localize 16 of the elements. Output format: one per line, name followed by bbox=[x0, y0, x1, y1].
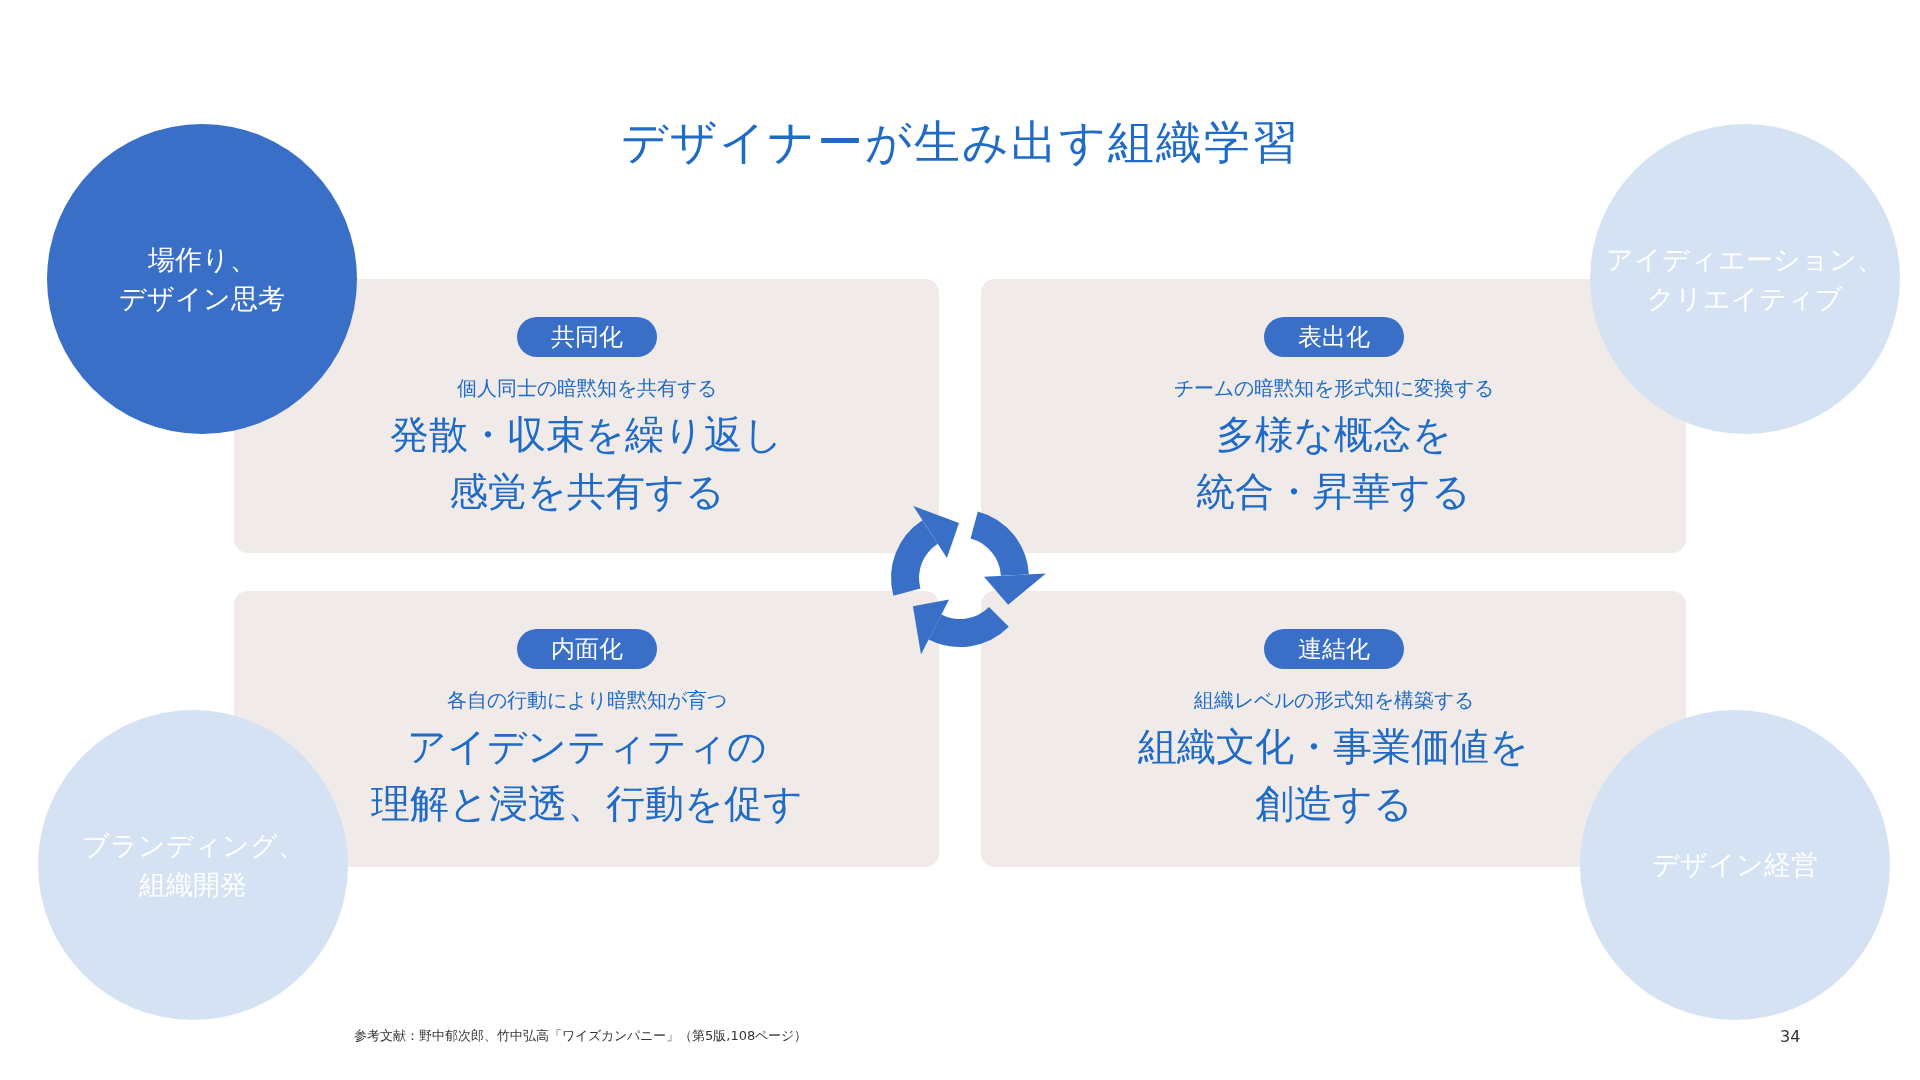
card-subtitle: チームの暗黙知を形式知に変換する bbox=[1173, 375, 1494, 402]
phase-tag: 内面化 bbox=[516, 629, 657, 669]
phase-tag: 連結化 bbox=[1263, 629, 1404, 669]
card-subtitle: 個人同士の暗黙知を共有する bbox=[456, 375, 717, 402]
reference-note: 参考文献：野中郁次郎、竹中弘高「ワイズカンパニー」（第5版,108ページ） bbox=[354, 1027, 808, 1045]
circle-label: 場作り、デザイン思考 bbox=[119, 242, 285, 316]
title-heading: デザイナーが生み出す組織学習 bbox=[619, 114, 1301, 171]
phase-tag: 表出化 bbox=[1263, 317, 1404, 357]
card-subtitle: 各自の行動により暗黙知が育つ bbox=[446, 687, 727, 714]
phase-tag: 共同化 bbox=[516, 317, 657, 357]
page-number: 34 bbox=[1780, 1027, 1801, 1046]
card-statement: 発散・収束を繰り返し感覚を共有する bbox=[390, 411, 783, 516]
card-statement: 組織文化・事業価値を創造する bbox=[1138, 723, 1529, 828]
card-subtitle: 組織レベルの形式知を構築する bbox=[1193, 687, 1474, 714]
card-statement: アイデンティティの理解と浸透、行動を促す bbox=[370, 723, 803, 828]
card-statement: 多様な概念を統合・昇華する bbox=[1196, 411, 1471, 516]
